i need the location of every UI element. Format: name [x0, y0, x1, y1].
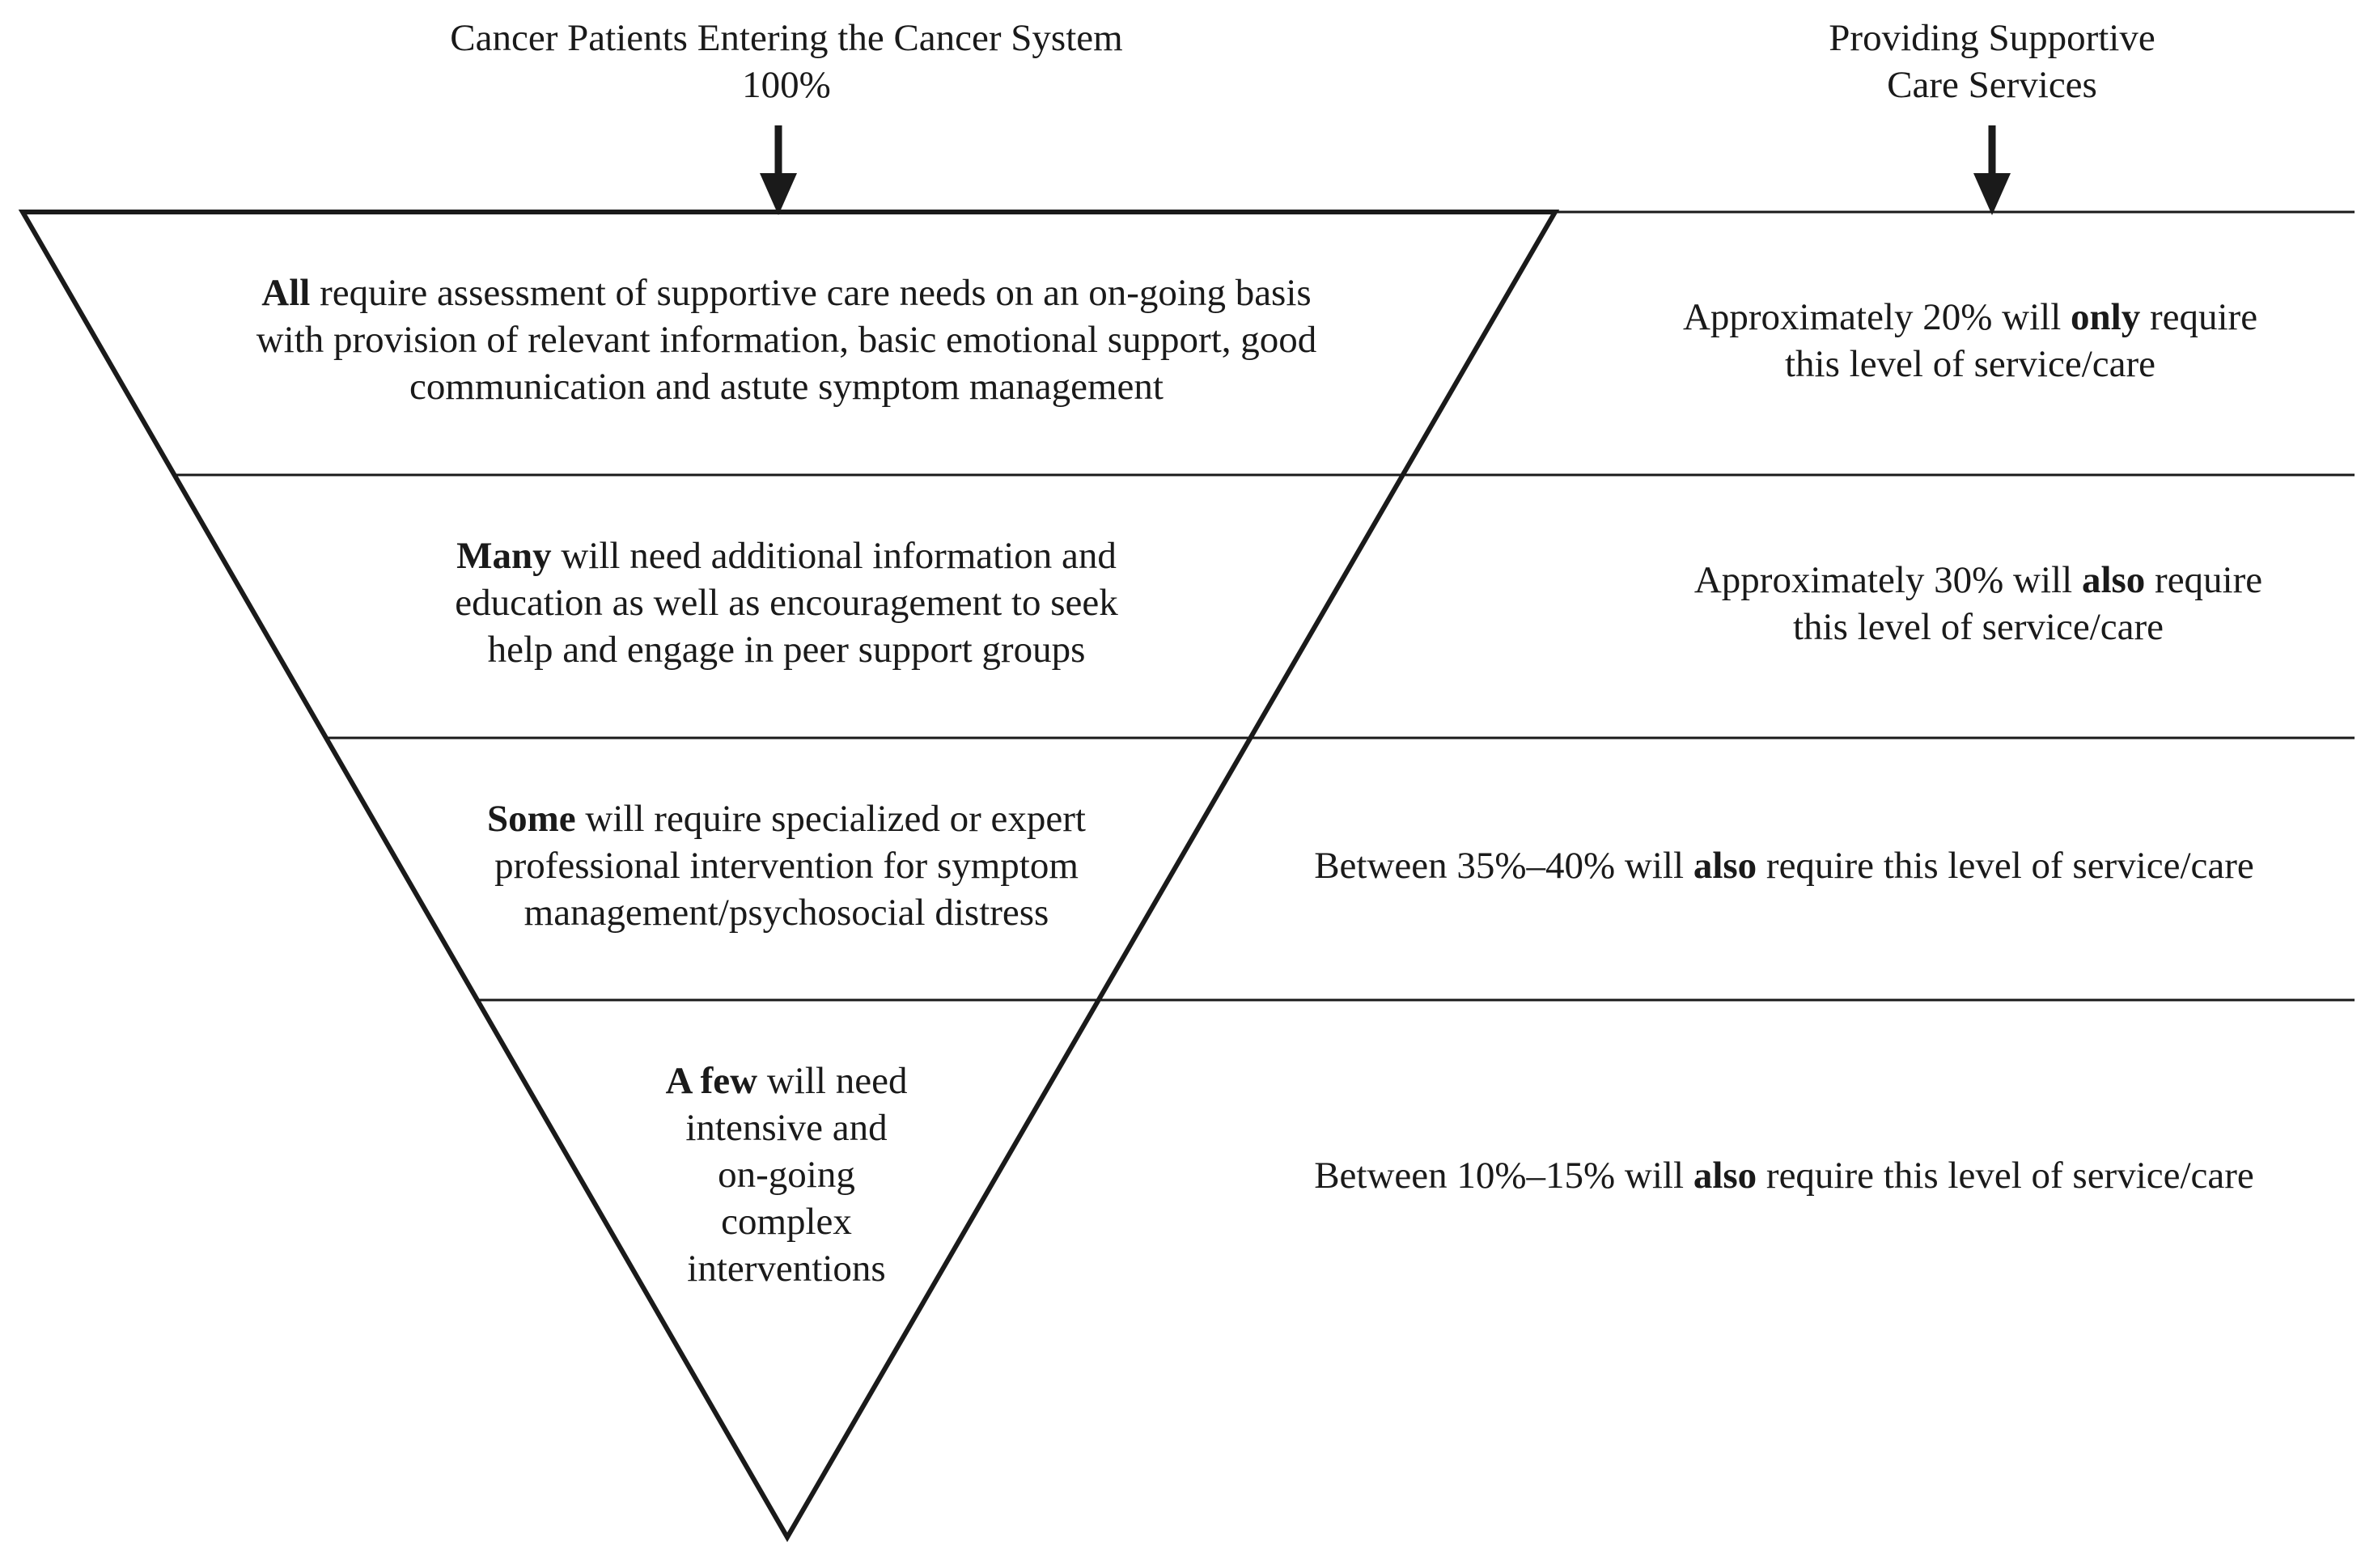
tier-2-line3: help and engage in peer support groups — [487, 629, 1086, 671]
tier-4-right-bold: also — [1693, 1155, 1757, 1197]
tier-3-right-bold: also — [1693, 845, 1757, 887]
tier-4-bold: A few — [665, 1060, 758, 1102]
tier-4-right-post: require this level of service/care — [1757, 1155, 2254, 1197]
header-right-line1: Providing Supportive — [1829, 17, 2155, 59]
tier-2-bold: Many — [456, 535, 552, 577]
tier-1-description: All require assessment of supportive car… — [139, 269, 1434, 410]
tier-2-right-pre: Approximately 30% will — [1693, 559, 2082, 601]
tier-1-line2: with provision of relevant information, … — [256, 319, 1317, 361]
tier-1-right-bold: only — [2071, 296, 2141, 338]
tier-3-line3: management/psychosocial distress — [523, 892, 1049, 934]
tier-1-right-line2: this level of service/care — [1784, 343, 2156, 385]
down-arrow-left-icon — [760, 125, 797, 215]
tier-1-line1: require assessment of supportive care ne… — [310, 272, 1312, 314]
tier-1-right-pre: Approximately 20% will — [1682, 296, 2071, 338]
tier-1-percentage: Approximately 20% will only require this… — [1566, 294, 2375, 388]
header-right-line2: Care Services — [1887, 64, 2097, 106]
tier-3-description: Some will require specialized or expert … — [382, 795, 1191, 936]
tier-3-percentage: Between 35%–40% will also require this l… — [1230, 842, 2338, 889]
tier-3-right-pre: Between 35%–40% will — [1314, 845, 1693, 887]
tier-4-line4: complex — [721, 1201, 852, 1243]
tier-3-right-post: require this level of service/care — [1757, 845, 2254, 887]
tier-2-right-bold: also — [2081, 559, 2146, 601]
tier-4-line3: on-going — [718, 1154, 855, 1196]
tier-3-bold: Some — [487, 798, 576, 840]
tier-1-bold: All — [261, 272, 311, 314]
tier-4-percentage: Between 10%–15% will also require this l… — [1230, 1152, 2338, 1199]
tier-2-line2: education as well as encouragement to se… — [455, 582, 1118, 624]
tier-3-line2: professional intervention for symptom — [494, 845, 1079, 887]
tier-1-line3: communication and astute symptom managem… — [409, 366, 1164, 408]
tier-4-line2: intensive and — [685, 1107, 888, 1149]
tier-4-line1: will need — [757, 1060, 908, 1102]
header-left-line1: Cancer Patients Entering the Cancer Syst… — [450, 17, 1123, 59]
inverted-triangle — [18, 210, 1560, 1542]
tier-4-description: A few will need intensive and on-going c… — [584, 1057, 989, 1292]
header-left: Cancer Patients Entering the Cancer Syst… — [382, 15, 1191, 108]
tier-1-right-post: require — [2140, 296, 2258, 338]
tier-2-percentage: Approximately 30% will also require this… — [1574, 557, 2378, 651]
tier-3-line1: will require specialized or expert — [575, 798, 1086, 840]
tier-2-right-line2: this level of service/care — [1792, 606, 2164, 648]
tier-2-description: Many will need additional information an… — [301, 532, 1272, 673]
header-right: Providing Supportive Care Services — [1668, 15, 2316, 108]
tier-2-right-post: require — [2145, 559, 2263, 601]
header-left-line2: 100% — [742, 64, 831, 106]
down-arrow-right-icon — [1973, 125, 2011, 215]
tier-4-right-pre: Between 10%–15% will — [1314, 1155, 1693, 1197]
tier-2-line1: will need additional information and — [551, 535, 1117, 577]
tier-4-line5: interventions — [687, 1248, 886, 1290]
